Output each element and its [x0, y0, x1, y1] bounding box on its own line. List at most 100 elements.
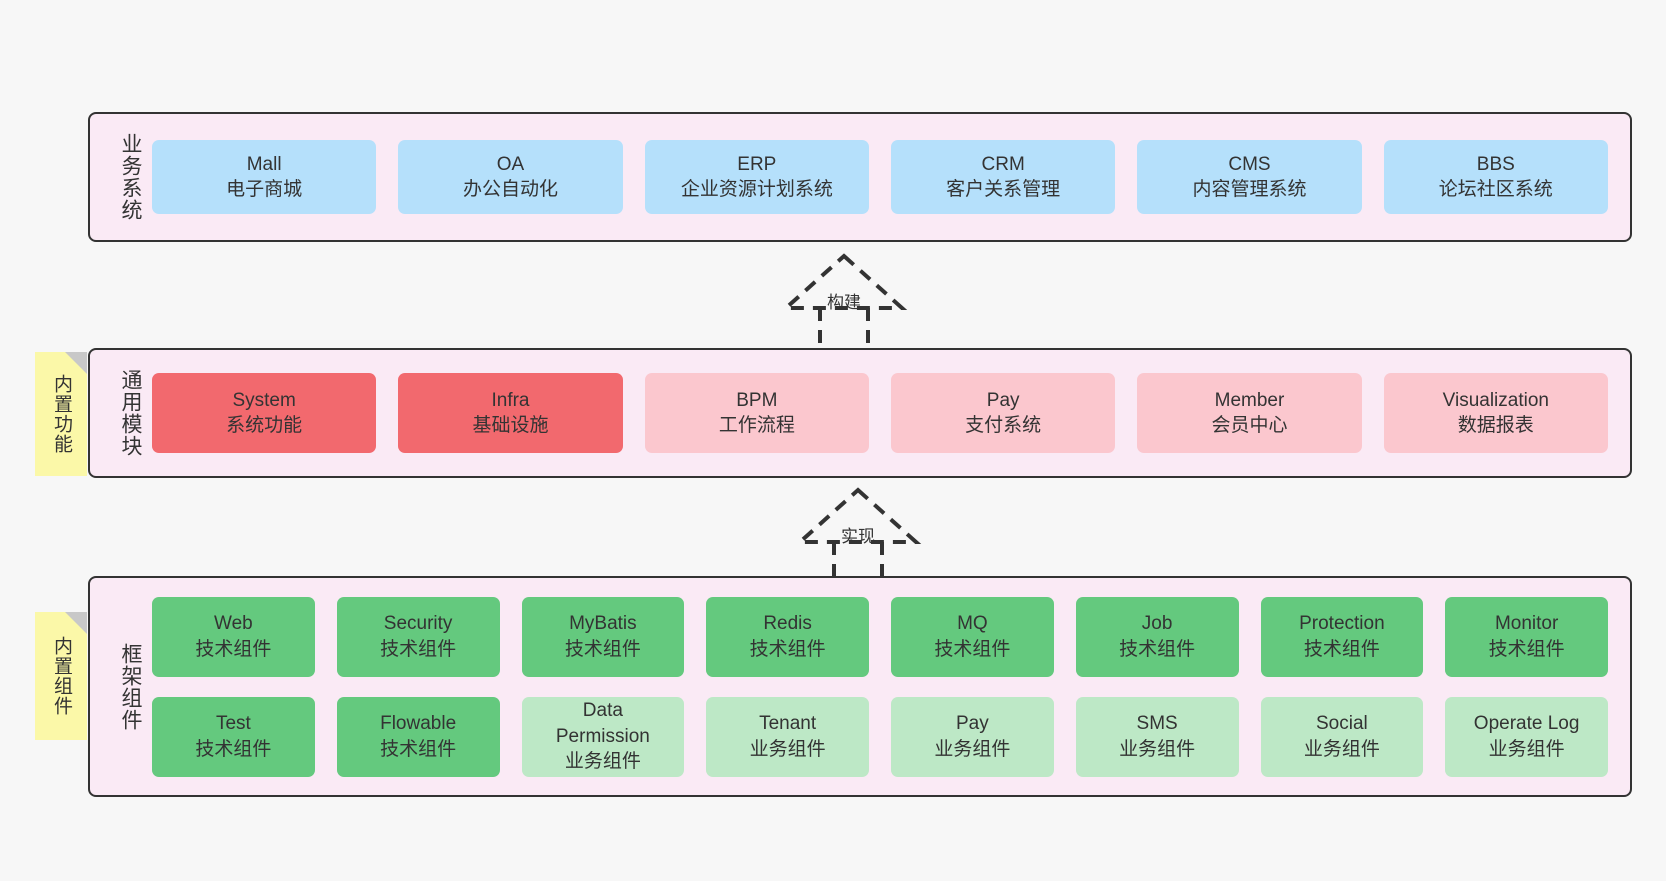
framework-card-row-tech: Web 技术组件 Security 技术组件 MyBatis 技术组件 Redi… [152, 596, 1608, 677]
connector-build: 构建 [744, 252, 944, 356]
card-job-desc: 技术组件 [1119, 638, 1196, 660]
card-mq[interactable]: MQ 技术组件 [891, 596, 1054, 677]
card-flowable-name: Flowable [380, 713, 457, 735]
card-bpm-name: BPM [736, 389, 778, 411]
card-flowable[interactable]: Flowable 技术组件 [336, 696, 500, 777]
card-erp-name: ERP [737, 153, 777, 175]
card-operate-log[interactable]: Operate Log 业务组件 [1445, 696, 1608, 777]
card-job[interactable]: Job 技术组件 [1075, 596, 1239, 677]
card-tenant-desc: 业务组件 [749, 738, 826, 760]
card-visualization[interactable]: Visualization 数据报表 [1383, 373, 1608, 453]
card-operate-log-desc: 业务组件 [1488, 738, 1565, 760]
card-data-permission-name: Data [582, 700, 623, 722]
note-builtin-features-label: 内置功能 [51, 374, 73, 454]
note-builtin-features: 内置功能 [35, 352, 87, 476]
card-tenant[interactable]: Tenant 业务组件 [706, 696, 869, 777]
card-monitor[interactable]: Monitor 技术组件 [1445, 596, 1608, 677]
modules-card-row: System 系统功能 Infra 基础设施 BPM 工作流程 Pay 支付系统… [152, 373, 1608, 453]
card-social[interactable]: Social 业务组件 [1260, 696, 1424, 777]
card-monitor-name: Monitor [1494, 613, 1559, 635]
layer-business-systems: 业务系统 Mall 电子商城 OA 办公自动化 ERP 企业资源计划系统 CRM… [88, 112, 1632, 242]
card-member-desc: 会员中心 [1211, 415, 1288, 436]
card-bpm[interactable]: BPM 工作流程 [644, 373, 869, 453]
card-protection-desc: 技术组件 [1303, 638, 1380, 660]
note-builtin-components: 内置组件 [35, 612, 87, 740]
card-pay-component-name: Pay [956, 713, 989, 735]
business-card-row: Mall 电子商城 OA 办公自动化 ERP 企业资源计划系统 CRM 客户关系… [152, 140, 1608, 214]
card-pay-module-name: Pay [986, 389, 1020, 411]
card-erp[interactable]: ERP 企业资源计划系统 [644, 140, 869, 214]
card-protection[interactable]: Protection 技术组件 [1260, 596, 1424, 677]
card-sms-desc: 业务组件 [1119, 738, 1196, 760]
card-social-desc: 业务组件 [1303, 738, 1380, 760]
card-bpm-desc: 工作流程 [718, 415, 795, 436]
card-web-desc: 技术组件 [195, 638, 272, 660]
card-visualization-name: Visualization [1442, 389, 1549, 411]
card-cms-desc: 内容管理系统 [1192, 179, 1307, 200]
card-redis-name: Redis [763, 613, 812, 635]
layer-framework-components: 框架组件 Web 技术组件 Security 技术组件 MyBatis 技术组件… [88, 576, 1632, 797]
card-pay-module-desc: 支付系统 [965, 415, 1042, 436]
card-web-name: Web [214, 613, 253, 635]
card-infra-desc: 基础设施 [472, 415, 549, 436]
card-bbs-desc: 论坛社区系统 [1438, 179, 1553, 200]
card-security[interactable]: Security 技术组件 [336, 596, 500, 677]
card-social-name: Social [1316, 713, 1368, 735]
note-fold-icon [65, 352, 87, 374]
card-cms-name: CMS [1228, 153, 1271, 175]
layer-framework-title: 框架组件 [119, 642, 142, 731]
card-mall[interactable]: Mall 电子商城 [152, 140, 377, 214]
card-sms-name: SMS [1136, 713, 1178, 735]
card-protection-name: Protection [1299, 613, 1385, 635]
card-bbs[interactable]: BBS 论坛社区系统 [1383, 140, 1608, 214]
card-mq-name: MQ [957, 613, 988, 635]
card-security-name: Security [383, 613, 453, 635]
card-system-desc: 系统功能 [226, 415, 303, 436]
card-pay-component[interactable]: Pay 业务组件 [891, 696, 1054, 777]
note-builtin-components-label: 内置组件 [51, 636, 73, 716]
card-oa-desc: 办公自动化 [462, 179, 558, 200]
card-crm[interactable]: CRM 客户关系管理 [890, 140, 1116, 214]
card-crm-name: CRM [981, 153, 1025, 175]
layer-common-modules: 通用模块 System 系统功能 Infra 基础设施 BPM 工作流程 Pay… [88, 348, 1632, 478]
card-system[interactable]: System 系统功能 [152, 373, 377, 453]
card-oa[interactable]: OA 办公自动化 [398, 140, 623, 214]
card-test[interactable]: Test 技术组件 [152, 696, 315, 777]
card-erp-desc: 企业资源计划系统 [680, 179, 833, 200]
card-infra[interactable]: Infra 基础设施 [398, 373, 623, 453]
card-pay-component-desc: 业务组件 [934, 738, 1011, 760]
card-job-name: Job [1141, 613, 1173, 635]
card-mq-desc: 技术组件 [934, 638, 1011, 660]
card-cms[interactable]: CMS 内容管理系统 [1137, 140, 1362, 214]
card-oa-name: OA [496, 153, 525, 175]
card-operate-log-name: Operate Log [1473, 713, 1580, 735]
connector-implement: 实现 [758, 486, 958, 590]
card-test-desc: 技术组件 [195, 738, 272, 760]
card-data-permission-desc: 业务组件 [564, 751, 641, 773]
framework-cards-container: Web 技术组件 Security 技术组件 MyBatis 技术组件 Redi… [142, 596, 1630, 777]
layer-business-title: 业务系统 [119, 133, 142, 221]
layer-modules-title: 通用模块 [119, 369, 142, 457]
card-test-name: Test [215, 713, 251, 735]
card-infra-name: Infra [491, 389, 530, 411]
framework-card-row-business: Test 技术组件 Flowable 技术组件 Data Permission … [152, 696, 1608, 777]
card-mall-name: Mall [246, 153, 282, 175]
card-security-desc: 技术组件 [380, 638, 457, 660]
card-web[interactable]: Web 技术组件 [152, 596, 315, 677]
card-data-permission-name2: Permission [555, 725, 650, 747]
card-mybatis[interactable]: MyBatis 技术组件 [521, 596, 685, 677]
business-cards-container: Mall 电子商城 OA 办公自动化 ERP 企业资源计划系统 CRM 客户关系… [142, 140, 1630, 214]
card-pay-module[interactable]: Pay 支付系统 [890, 373, 1116, 453]
card-member[interactable]: Member 会员中心 [1137, 373, 1362, 453]
card-member-name: Member [1214, 389, 1285, 411]
card-mybatis-name: MyBatis [569, 613, 637, 635]
card-sms[interactable]: SMS 业务组件 [1075, 696, 1239, 777]
modules-cards-container: System 系统功能 Infra 基础设施 BPM 工作流程 Pay 支付系统… [142, 373, 1630, 453]
card-data-permission[interactable]: Data Permission 业务组件 [521, 696, 685, 777]
card-flowable-desc: 技术组件 [380, 738, 457, 760]
card-mall-desc: 电子商城 [226, 179, 303, 200]
card-redis-desc: 技术组件 [749, 638, 826, 660]
card-crm-desc: 客户关系管理 [946, 179, 1061, 200]
card-redis[interactable]: Redis 技术组件 [706, 596, 869, 677]
